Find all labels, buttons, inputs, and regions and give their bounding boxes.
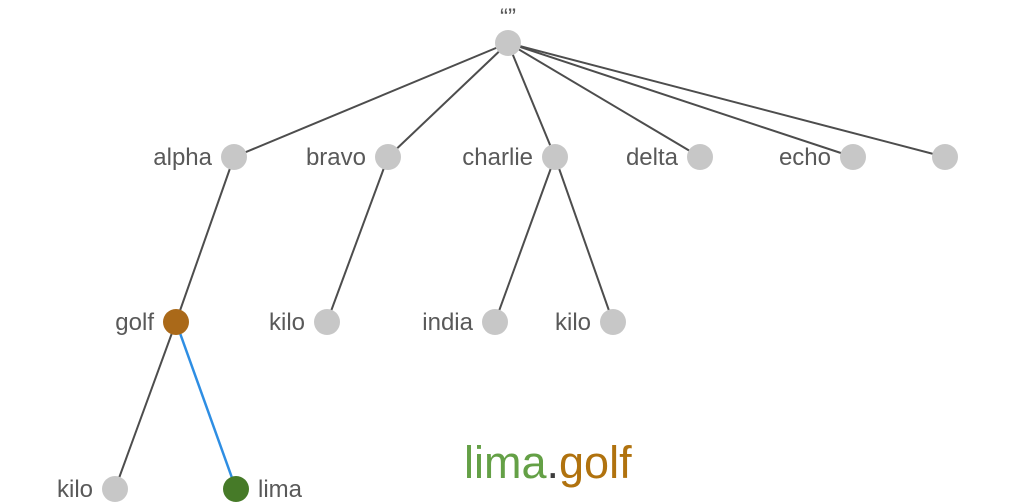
node-lima: [223, 476, 249, 502]
node-golf: [163, 309, 189, 335]
edge-alpha-golf: [175, 156, 235, 323]
edge-root-delta: [507, 42, 701, 158]
node-echo: [840, 144, 866, 170]
node-charlie: [542, 144, 568, 170]
label-delta: delta: [626, 144, 679, 171]
domain-dot: .: [546, 437, 560, 488]
node-unlabeled: [932, 144, 958, 170]
edge-bravo-kilo-bravo: [326, 156, 389, 323]
label-echo: echo: [779, 144, 831, 171]
edge-root-alpha: [233, 42, 509, 158]
edge-root-echo: [507, 42, 854, 158]
node-alpha: [221, 144, 247, 170]
label-kilo-bravo: kilo: [269, 309, 305, 336]
label-lima: lima: [258, 476, 303, 503]
node-kilo-golf: [102, 476, 128, 502]
label-alpha: alpha: [153, 144, 212, 171]
edge-charlie-india: [494, 156, 556, 323]
node-delta: [687, 144, 713, 170]
edge-root-unlabeled: [507, 42, 946, 158]
node-bravo: [375, 144, 401, 170]
edge-root-bravo: [387, 42, 509, 158]
label-root: “”: [500, 4, 516, 31]
node-root: [495, 30, 521, 56]
label-india: india: [422, 309, 473, 336]
edge-charlie-kilo-charlie: [554, 156, 614, 323]
label-charlie: charlie: [462, 144, 533, 171]
edge-golf-lima: [174, 321, 238, 490]
edge-golf-kilo-golf: [114, 321, 177, 490]
label-kilo-charlie: kilo: [555, 309, 591, 336]
domain-name-caption: lima.golf: [464, 438, 632, 488]
label-kilo-golf: kilo: [57, 476, 93, 503]
domain-name-label: lima: [464, 437, 547, 488]
label-bravo: bravo: [306, 144, 366, 171]
label-golf: golf: [115, 309, 154, 336]
node-india: [482, 309, 508, 335]
node-kilo-bravo: [314, 309, 340, 335]
node-kilo-charlie: [600, 309, 626, 335]
domain-tld-label: golf: [559, 437, 632, 488]
edge-root-charlie: [507, 42, 556, 158]
